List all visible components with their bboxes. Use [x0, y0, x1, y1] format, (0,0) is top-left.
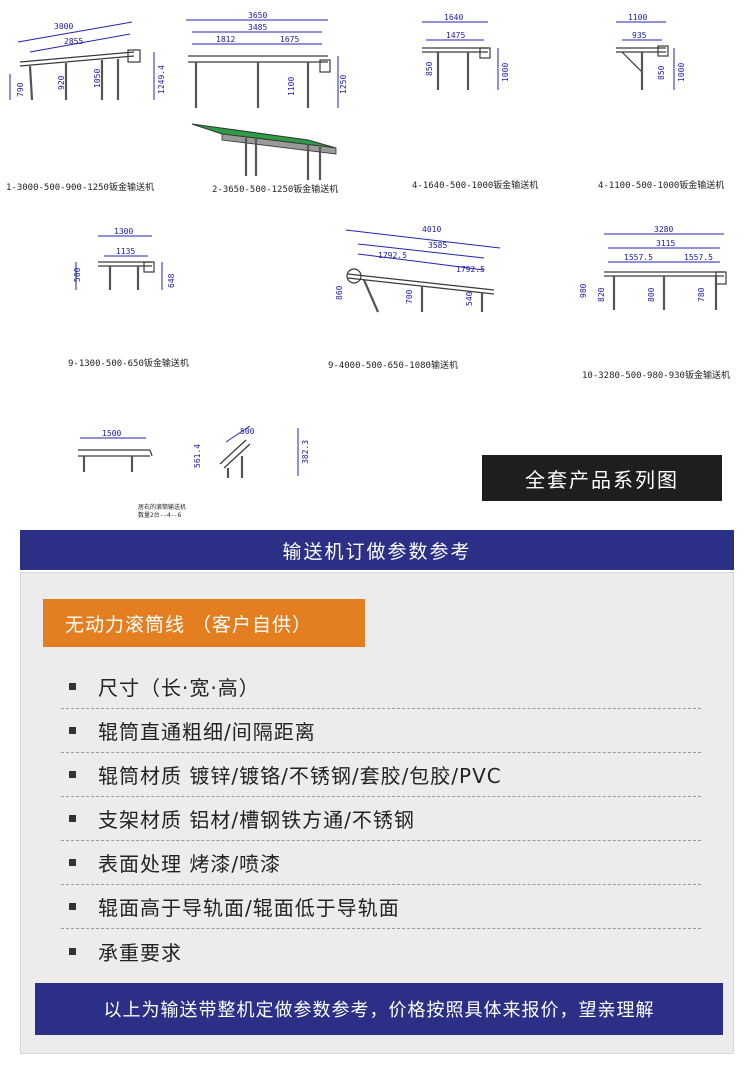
svg-text:860: 860 [335, 285, 344, 300]
svg-text:500: 500 [240, 427, 255, 436]
bullet-icon [69, 815, 76, 822]
svg-text:935: 935 [632, 31, 647, 40]
svg-text:2855: 2855 [64, 37, 83, 46]
parameter-panel: 无动力滚筒线 （客户自供） 尺寸（长·宽·高） 辊筒直通粗细/间隔距离 辊筒材质… [20, 572, 734, 1054]
drawing-11-caption: 居右的滚筒输送机 [138, 504, 187, 511]
drawing-4b-caption: 4-1100-500-1000钣金输送机 [598, 181, 725, 191]
svg-text:3650: 3650 [248, 11, 267, 20]
drawing-4a-caption: 4-1640-500-1000钣金输送机 [412, 181, 539, 191]
drawing-4a-svg: 1640 1475 850 1000 [422, 13, 510, 90]
drawing-1-incline-conveyor: 3000 2855 790 920 1050 1249.4 1-3000-500… [4, 14, 179, 193]
section-title: 输送机订做参数参考 [20, 530, 734, 570]
param-item-frame-material: 支架材质 铝材/槽钢铁方通/不锈钢 [61, 797, 701, 841]
svg-text:790: 790 [16, 82, 25, 97]
svg-text:1100: 1100 [287, 77, 296, 96]
footer-note: 以上为输送带整机定做参数参考，价格按照具体来报价，望亲理解 [35, 983, 723, 1035]
param-label: 辊面高于导轨面/辊面低于导轨面 [98, 896, 400, 920]
svg-text:3280: 3280 [654, 225, 673, 234]
svg-text:1250: 1250 [339, 75, 348, 94]
bullet-icon [69, 771, 76, 778]
drawing-9a-svg: 1300 1135 500 648 [73, 227, 176, 290]
drawing-11-roller-conveyor: 1500 500 561.4 382.3 居右的滚筒输送机 数量2台--4--6 [70, 420, 320, 520]
svg-text:700: 700 [405, 289, 414, 304]
svg-text:3000: 3000 [54, 22, 73, 31]
drawing-11-caption-2: 数量2台--4--6 [138, 512, 182, 519]
param-label: 辊筒材质 镀锌/镀铬/不锈钢/套胶/包胶/PVC [98, 764, 502, 788]
svg-text:780: 780 [697, 287, 706, 302]
svg-text:980: 980 [579, 283, 588, 298]
drawing-9a-caption: 9-1300-500-650钣金输送机 [68, 359, 189, 369]
drawing-4b-conveyor: 1100 935 850 1000 4-1100-500-1000钣金输送机 [598, 12, 744, 192]
drawing-9a-conveyor: 1300 1135 500 648 9-1300-500-650钣金输送机 [62, 222, 232, 382]
drawing-9b-caption: 9-4000-500-650-1080输送机 [328, 361, 458, 371]
drawing-9b-incline-conveyor: 4010 3585 1792.5 1792.5 860 700 540 9-40… [324, 214, 524, 384]
svg-text:540: 540 [465, 291, 474, 306]
bullet-icon [69, 903, 76, 910]
svg-text:850: 850 [425, 61, 434, 76]
drawing-1-svg: 3000 2855 790 920 1050 1249.4 [9, 21, 166, 101]
svg-text:1249.4: 1249.4 [157, 65, 166, 94]
svg-text:1135: 1135 [116, 247, 135, 256]
svg-text:1300: 1300 [114, 227, 133, 236]
svg-text:1475: 1475 [446, 31, 465, 40]
svg-text:1675: 1675 [280, 35, 299, 44]
bullet-icon [69, 947, 76, 955]
svg-text:1100: 1100 [628, 13, 647, 22]
drawing-10-conveyor: 3280 3115 1557.5 1557.5 980 820 800 780 … [574, 222, 750, 390]
svg-text:500: 500 [73, 267, 82, 282]
svg-text:800: 800 [647, 287, 656, 302]
bullet-icon [69, 859, 76, 866]
svg-text:3485: 3485 [248, 23, 267, 32]
svg-text:3115: 3115 [656, 239, 675, 248]
svg-text:1640: 1640 [444, 13, 463, 22]
svg-text:920: 920 [57, 75, 66, 90]
svg-text:1557.5: 1557.5 [624, 253, 653, 262]
svg-text:1000: 1000 [677, 63, 686, 82]
svg-text:1812: 1812 [216, 35, 235, 44]
svg-text:1050: 1050 [93, 69, 102, 88]
drawing-10-svg: 3280 3115 1557.5 1557.5 980 820 800 780 [579, 225, 727, 310]
svg-text:820: 820 [597, 287, 606, 302]
drawing-9b-svg: 4010 3585 1792.5 1792.5 860 700 540 [335, 225, 501, 313]
param-label: 尺寸（长·宽·高） [98, 676, 260, 700]
svg-text:1500: 1500 [102, 429, 121, 438]
drawing-1-caption: 1-3000-500-900-1250钣金输送机 [6, 183, 154, 193]
svg-text:4010: 4010 [422, 225, 441, 234]
bullet-icon [69, 727, 76, 734]
svg-text:3585: 3585 [428, 241, 447, 250]
svg-text:1792.5: 1792.5 [378, 251, 407, 260]
param-label: 支架材质 铝材/槽钢铁方通/不锈钢 [98, 808, 415, 832]
svg-text:850: 850 [657, 65, 666, 80]
param-label: 表面处理 烤漆/喷漆 [98, 852, 282, 876]
drawing-2-flat-conveyor: 3650 3485 1812 1675 1100 1250 2-3650-500… [182, 11, 362, 195]
svg-text:648: 648 [167, 273, 176, 288]
drawing-2-caption: 2-3650-500-1250钣金输送机 [212, 185, 339, 195]
param-item-load: 承重要求 [61, 929, 701, 973]
param-label: 辊筒直通粗细/间隔距离 [98, 720, 316, 744]
svg-text:382.3: 382.3 [301, 440, 310, 464]
drawing-10-caption: 10-3280-500-980-930钣金输送机 [582, 371, 730, 381]
drawing-4a-conveyor: 1640 1475 850 1000 4-1640-500-1000钣金输送机 [412, 12, 554, 192]
product-series-button[interactable]: 全套产品系列图 [482, 455, 722, 501]
param-item-surface-treatment: 表面处理 烤漆/喷漆 [61, 841, 701, 885]
drawing-11-svg: 1500 500 561.4 382.3 [78, 425, 310, 478]
parameter-list: 尺寸（长·宽·高） 辊筒直通粗细/间隔距离 辊筒材质 镀锌/镀铬/不锈钢/套胶/… [61, 665, 701, 973]
svg-text:561.4: 561.4 [193, 444, 202, 468]
param-item-roller-diameter: 辊筒直通粗细/间隔距离 [61, 709, 701, 753]
svg-text:1792.5: 1792.5 [456, 265, 485, 274]
param-item-roller-height: 辊面高于导轨面/辊面低于导轨面 [61, 885, 701, 929]
param-label: 承重要求 [98, 940, 182, 965]
roller-line-tag: 无动力滚筒线 （客户自供） [43, 599, 365, 647]
drawing-2-svg: 3650 3485 1812 1675 1100 1250 [186, 11, 348, 180]
svg-text:1000: 1000 [501, 63, 510, 82]
svg-text:1557.5: 1557.5 [684, 253, 713, 262]
param-item-size: 尺寸（长·宽·高） [61, 665, 701, 709]
bullet-icon [69, 683, 76, 690]
param-item-roller-material: 辊筒材质 镀锌/镀铬/不锈钢/套胶/包胶/PVC [61, 753, 701, 797]
drawing-4b-svg: 1100 935 850 1000 [616, 13, 686, 90]
